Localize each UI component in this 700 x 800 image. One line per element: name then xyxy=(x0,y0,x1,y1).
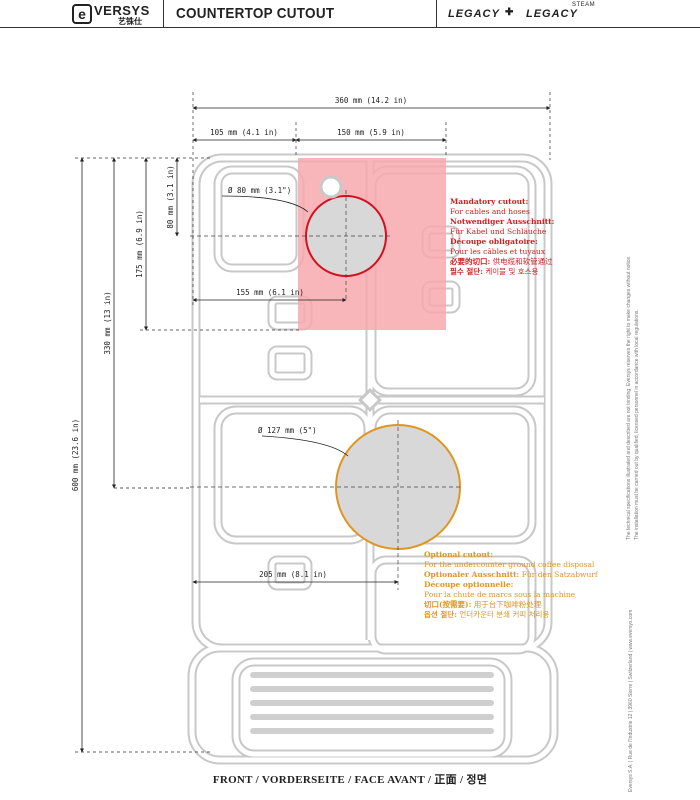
header-divider xyxy=(163,0,164,27)
dim-diameter-127: Ø 127 mm (5") xyxy=(258,426,317,435)
mandatory-de-title: Notwendiger Ausschnitt: xyxy=(450,217,555,226)
leader-lines xyxy=(221,195,349,457)
mandatory-fr-text: Pour les câbles et tuyaux xyxy=(450,247,546,256)
dim-mandatory-width: 150 mm (5.9 in) xyxy=(337,128,405,137)
optional-fr-title: Découpe optionnelle: xyxy=(424,580,514,589)
plus-mark: ✚ xyxy=(505,7,514,18)
header-bar: e VERSYS 艺铢仕 COUNTERTOP CUTOUT LEGACY ✚ … xyxy=(0,0,700,28)
mandatory-en-title: Mandatory cutout: xyxy=(450,197,529,206)
optional-de-text: Für den Satzabwurf xyxy=(521,570,598,579)
optional-kr-title: 옵션 절단: xyxy=(424,610,457,619)
side-disclaimer-2: The installation must be carried out by … xyxy=(634,309,640,540)
dim-dist-155: 155 mm (6.1 in) xyxy=(236,288,304,297)
eversys-logo: e VERSYS 艺铢仕 xyxy=(72,3,158,26)
mandatory-cn-text: 供电缆和软管通过 xyxy=(492,257,553,266)
header-rule xyxy=(0,27,700,28)
mandatory-kr-text: 케이블 및 호스용 xyxy=(485,267,539,276)
dim-depth-175: 175 mm (6.9 in) xyxy=(135,210,144,278)
mandatory-kr-title: 필수 절단: xyxy=(450,267,483,276)
optional-cutout-note: Optional cutout: For the undercounter gr… xyxy=(424,550,598,620)
optional-cn-title: 切口(按需要): xyxy=(424,600,472,609)
knob xyxy=(319,175,343,199)
logo-chinese: 艺铢仕 xyxy=(118,17,142,26)
logo-name: VERSYS xyxy=(94,3,150,18)
dimension-lines xyxy=(80,106,551,753)
optional-fr-text: Pour la chute de marcs sous la machine xyxy=(424,590,576,599)
mandatory-fr-title: Découpe obligatoire: xyxy=(450,237,538,246)
dim-depth-330: 330 mm (13 in) xyxy=(103,291,112,354)
optional-en-text: For the undercounter ground coffee dispo… xyxy=(424,560,595,569)
brand-legacy-steam: LEGACY xyxy=(526,8,578,20)
header-divider xyxy=(436,0,437,27)
logo-mark: e xyxy=(72,4,92,24)
optional-en-title: Optional cutout: xyxy=(424,550,494,559)
mandatory-de-text: Für Kabel und Schläuche xyxy=(450,227,547,236)
dim-left-offset: 105 mm (4.1 in) xyxy=(210,128,278,137)
view-label: FRONT / VORDERSEITE / FACE AVANT / 正面 / … xyxy=(212,774,488,786)
optional-kr-text: 언더카운터 분쇄 커피 처리용 xyxy=(459,610,550,619)
mandatory-cutout-note: Mandatory cutout: For cables and hoses N… xyxy=(450,197,554,277)
page-title: COUNTERTOP CUTOUT xyxy=(176,5,335,22)
mandatory-en-text: For cables and hoses xyxy=(450,207,530,216)
mandatory-cn-title: 必要的切口: xyxy=(450,257,491,266)
dim-width-total: 360 mm (14.2 in) xyxy=(335,96,407,105)
brand-steam-superscript: STEAM xyxy=(572,2,596,8)
optional-de-title: Optionaler Ausschnitt: xyxy=(424,570,520,579)
side-company-info: Eversys S.A. | Rue de l'Industrie 12 | 3… xyxy=(628,609,634,792)
side-disclaimer-1: The technical specifications illustrated… xyxy=(626,255,632,540)
optional-cn-text: 用于台下咖啡粉处理 xyxy=(473,600,542,609)
center-diamond xyxy=(357,387,383,413)
dim-dist-205: 205 mm (8.1 in) xyxy=(259,570,327,579)
center-lines xyxy=(190,190,460,590)
base-grip-pattern xyxy=(250,672,494,734)
dim-depth-80: 80 mm (3.1 in) xyxy=(166,165,175,228)
dim-depth-total: 600 mm (23.6 in) xyxy=(71,419,80,491)
dim-diameter-80: Ø 80 mm (3.1") xyxy=(228,186,291,195)
brand-legacy: LEGACY xyxy=(448,8,500,20)
